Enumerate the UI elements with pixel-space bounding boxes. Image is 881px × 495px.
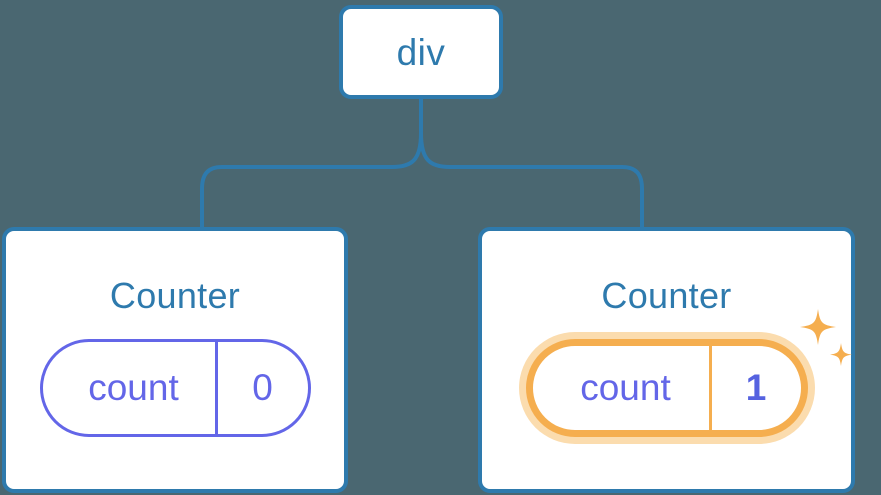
- node-counter-left-title: Counter: [109, 275, 241, 316]
- node-div[interactable]: div: [339, 5, 503, 99]
- state-pill-wrapper-right: count 1: [525, 309, 852, 437]
- connector-branch-left: [200, 131, 423, 229]
- node-div-label: div: [396, 31, 446, 73]
- connector-branch-right: [419, 131, 644, 229]
- node-counter-right-title: Counter: [601, 275, 732, 316]
- state-pill-right[interactable]: count 1: [525, 339, 808, 437]
- state-pill-wrapper-left: count 0: [39, 339, 311, 437]
- sparkle-small-icon: [829, 343, 852, 366]
- node-counter-left[interactable]: Counter count 0: [2, 227, 348, 493]
- node-counter-right[interactable]: Counter count 1: [478, 227, 855, 493]
- state-key-left: count: [88, 367, 179, 408]
- state-key-right: count: [580, 367, 671, 408]
- sparkle-large-icon: [799, 309, 836, 345]
- state-pill-left[interactable]: count 0: [39, 339, 311, 437]
- state-value-right: 1: [708, 346, 801, 430]
- sparkle-group: [799, 309, 852, 366]
- state-value-left: 0: [214, 342, 308, 434]
